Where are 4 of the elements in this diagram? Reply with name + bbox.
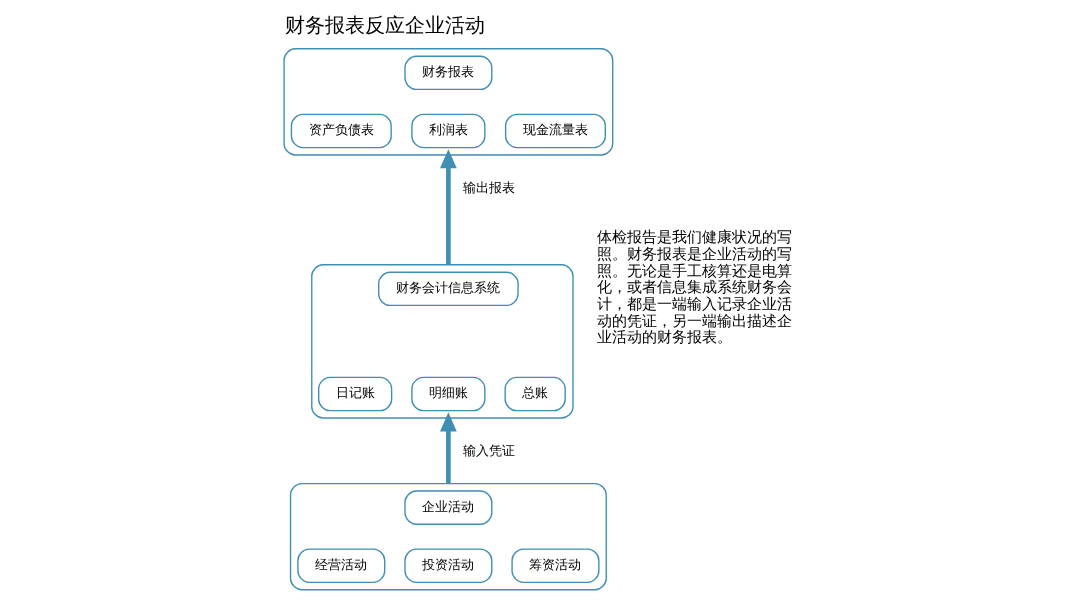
label: 体检报告是我们健康状况的写照。财务报表是企业活动的写照。无论是手工核算还是电算化，或者信息集成系统财务会计，都是一端输入记录企业活动的凭证，另一端输出描述企业活动的财务报表。 bbox=[597, 228, 793, 346]
edge-label: 输入凭证 bbox=[462, 442, 515, 458]
diagram-title: 财务报表反应企业活动 bbox=[284, 12, 485, 37]
edge-label: 输出报表 bbox=[462, 179, 515, 195]
